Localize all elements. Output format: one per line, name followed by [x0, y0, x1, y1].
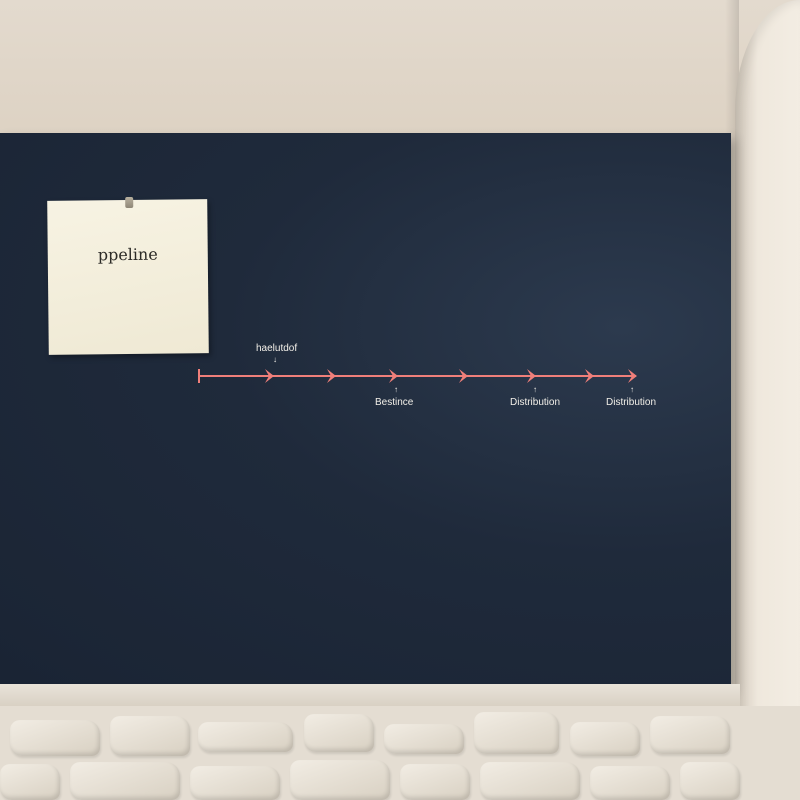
timeline-label-1: Bestince [375, 397, 414, 408]
arrowhead-icon [628, 369, 637, 383]
stone-wall [0, 706, 800, 800]
timeline-label-3: Distribution [606, 397, 657, 408]
arrowhead-icon [585, 369, 594, 383]
label-pointer-2: ↑ [533, 385, 537, 394]
doorway-arch [735, 0, 800, 800]
timeline-arrowheads [265, 369, 637, 383]
timeline-top-label: haelutdof [256, 343, 298, 354]
label-pointer-1: ↑ [394, 385, 398, 394]
arrowhead-icon [459, 369, 468, 383]
wall [0, 0, 800, 140]
arrowhead-icon [265, 369, 274, 383]
top-label-pointer: ↓ [273, 355, 277, 364]
wall-ledge [0, 684, 740, 708]
arrowhead-icon [327, 369, 336, 383]
timeline-label-2: Distribution [510, 397, 561, 408]
label-pointer-3: ↑ [630, 385, 634, 394]
arrowhead-icon [389, 369, 398, 383]
arrowhead-icon [527, 369, 536, 383]
